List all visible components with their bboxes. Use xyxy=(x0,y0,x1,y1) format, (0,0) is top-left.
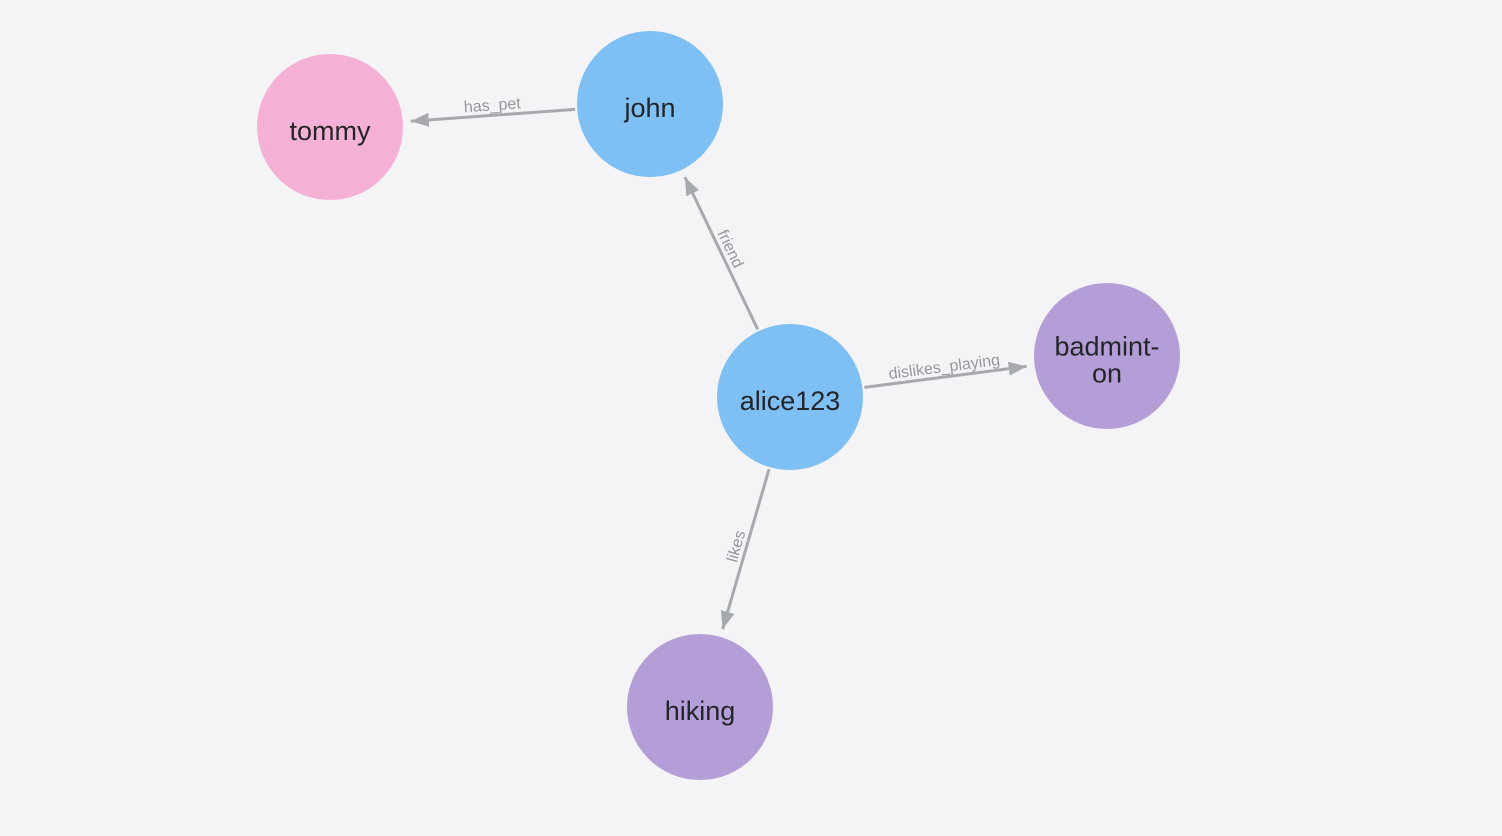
edge-has_pet[interactable]: has_pet xyxy=(410,95,576,127)
edge-line-has_pet[interactable] xyxy=(410,107,576,127)
edge-dislikes_playing[interactable]: dislikes_playing xyxy=(864,352,1027,389)
node-circle-badminton[interactable] xyxy=(1034,283,1180,429)
edge-likes[interactable]: likes xyxy=(720,468,771,630)
edge-label-likes: likes xyxy=(724,529,749,564)
edge-friend[interactable]: friend xyxy=(683,176,760,330)
node-badminton[interactable]: badmint-on xyxy=(1034,283,1180,429)
node-circle-john[interactable] xyxy=(577,31,723,177)
edge-label-has_pet: has_pet xyxy=(463,95,522,116)
edge-line-friend[interactable] xyxy=(683,176,760,330)
node-john[interactable]: john xyxy=(577,31,723,177)
node-alice123[interactable]: alice123 xyxy=(717,324,863,470)
node-circle-alice123[interactable] xyxy=(717,324,863,470)
node-circle-tommy[interactable] xyxy=(257,54,403,200)
edge-line-dislikes_playing[interactable] xyxy=(864,361,1027,389)
node-tommy[interactable]: tommy xyxy=(257,54,403,200)
node-circle-hiking[interactable] xyxy=(627,634,773,780)
edge-line-likes[interactable] xyxy=(720,468,771,630)
node-hiking[interactable]: hiking xyxy=(627,634,773,780)
